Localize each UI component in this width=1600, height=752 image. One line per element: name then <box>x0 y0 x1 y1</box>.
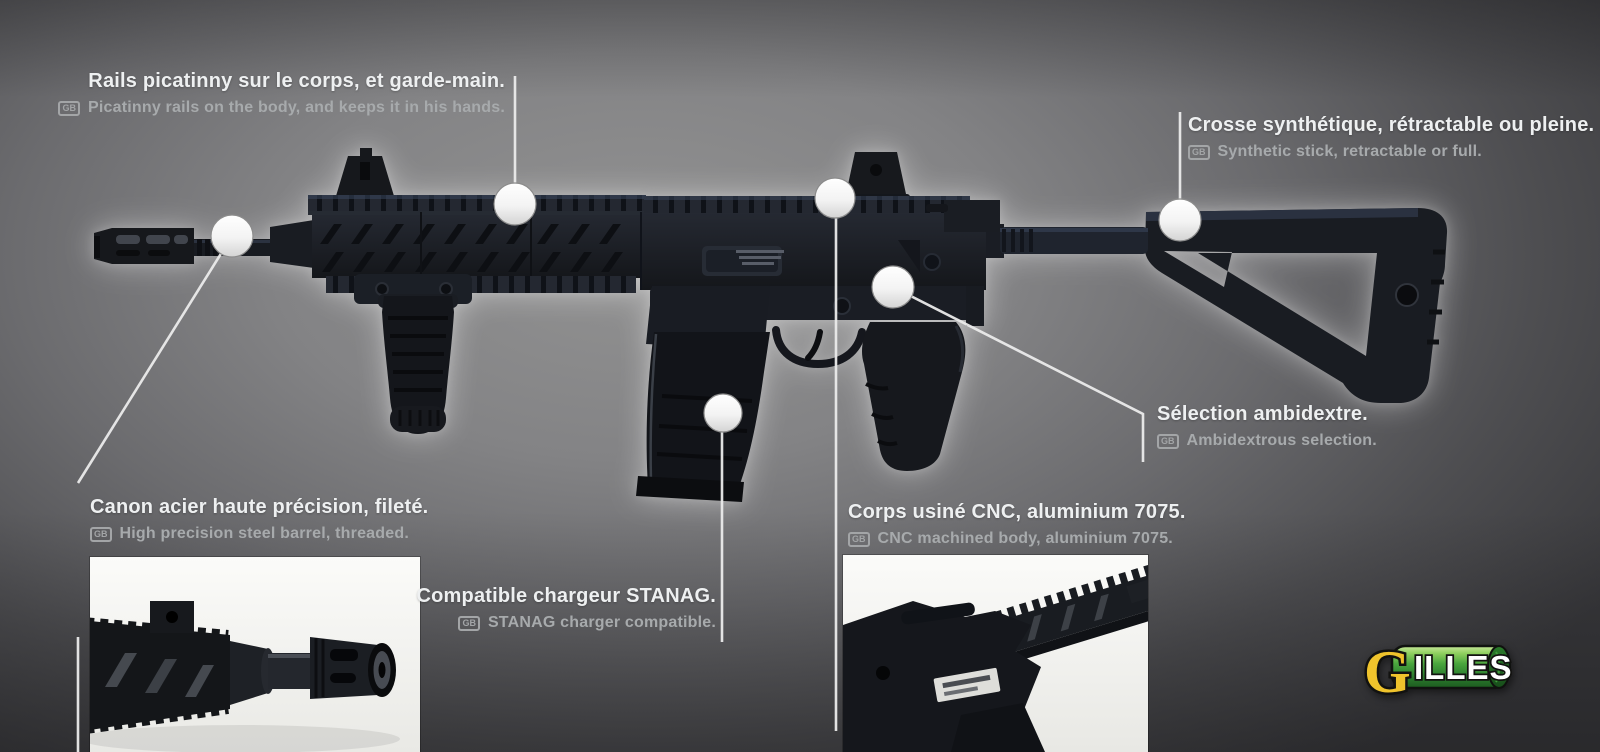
gilles-logo: G ILLES <box>1362 626 1518 703</box>
vertical-foregrip <box>378 294 458 434</box>
gas-block <box>270 220 314 268</box>
logo-text-illes: ILLES <box>1414 649 1513 686</box>
gb-flag-badge: GB <box>1188 144 1210 160</box>
barrel-closeup-graphic <box>90 557 420 752</box>
callout-rails-en: Picatinny rails on the body, and keeps i… <box>87 99 505 116</box>
magazine <box>636 332 770 502</box>
inset-flash-hider <box>310 637 396 699</box>
sling-hole <box>1395 283 1419 307</box>
callout-rails-fr: Rails picatinny sur le corps, et garde-m… <box>88 70 505 92</box>
buffer-tube <box>986 224 1148 258</box>
gb-flag-badge: GB <box>1157 433 1179 449</box>
receiver-closeup-graphic <box>843 555 1148 752</box>
selector-lever <box>833 297 851 315</box>
gb-flag-badge: GB <box>90 526 112 542</box>
inset-barrel <box>230 641 310 705</box>
gb-flag-badge: GB <box>848 531 870 547</box>
gilles-logo-graphic: G ILLES <box>1362 637 1513 703</box>
callout-barrel: Canon acier haute précision, fileté. GB … <box>90 496 428 543</box>
stock <box>1145 208 1448 403</box>
callout-rails: Rails picatinny sur le corps, et garde-m… <box>58 70 505 117</box>
callout-magazine-en: STANAG charger compatible. <box>487 614 716 631</box>
charging-handle <box>944 200 1000 232</box>
callout-magazine-fr: Compatible chargeur STANAG. <box>416 585 716 607</box>
callout-body-fr: Corps usiné CNC, aluminium 7075. <box>848 501 1186 523</box>
trigger <box>805 329 823 361</box>
magazine-floorplate <box>636 476 744 502</box>
callout-barrel-en: High precision steel barrel, threaded. <box>119 525 409 542</box>
forward-assist <box>923 253 941 271</box>
flash-hider <box>94 228 194 264</box>
brass-deflector <box>898 240 920 272</box>
callout-selector-en: Ambidextrous selection. <box>1186 432 1377 449</box>
callout-stock-fr: Crosse synthétique, rétractable ou plein… <box>1188 114 1595 136</box>
handguard <box>308 195 646 304</box>
callout-body-en: CNC machined body, aluminium 7075. <box>877 530 1173 547</box>
inset-barrel-tip <box>1126 574 1148 604</box>
gb-flag-badge: GB <box>458 615 480 631</box>
callout-selector: Sélection ambidextre. GB Ambidextrous se… <box>1157 403 1377 450</box>
barrel-closeup-photo <box>90 557 420 752</box>
callout-magazine: Compatible chargeur STANAG. GB STANAG ch… <box>416 585 716 632</box>
callout-stock: Crosse synthétique, rétractable ou plein… <box>1188 114 1594 161</box>
callout-stock-en: Synthetic stick, retractable or full. <box>1217 143 1482 160</box>
rifle-illustration <box>94 148 1448 502</box>
receiver-closeup-photo <box>843 555 1148 752</box>
gb-flag-badge: GB <box>58 100 80 116</box>
logo-letter-g: G <box>1364 639 1411 702</box>
pistol-grip <box>862 322 966 471</box>
inset-handguard <box>90 601 230 734</box>
inset-receiver-body <box>843 601 1045 752</box>
callout-barrel-fr: Canon acier haute précision, fileté. <box>90 496 429 518</box>
callout-body: Corps usiné CNC, aluminium 7075. GB CNC … <box>848 501 1186 548</box>
upper-receiver <box>642 196 1000 290</box>
barrel <box>194 220 316 268</box>
trigger-guard <box>772 326 866 369</box>
callout-selector-fr: Sélection ambidextre. <box>1157 403 1368 425</box>
